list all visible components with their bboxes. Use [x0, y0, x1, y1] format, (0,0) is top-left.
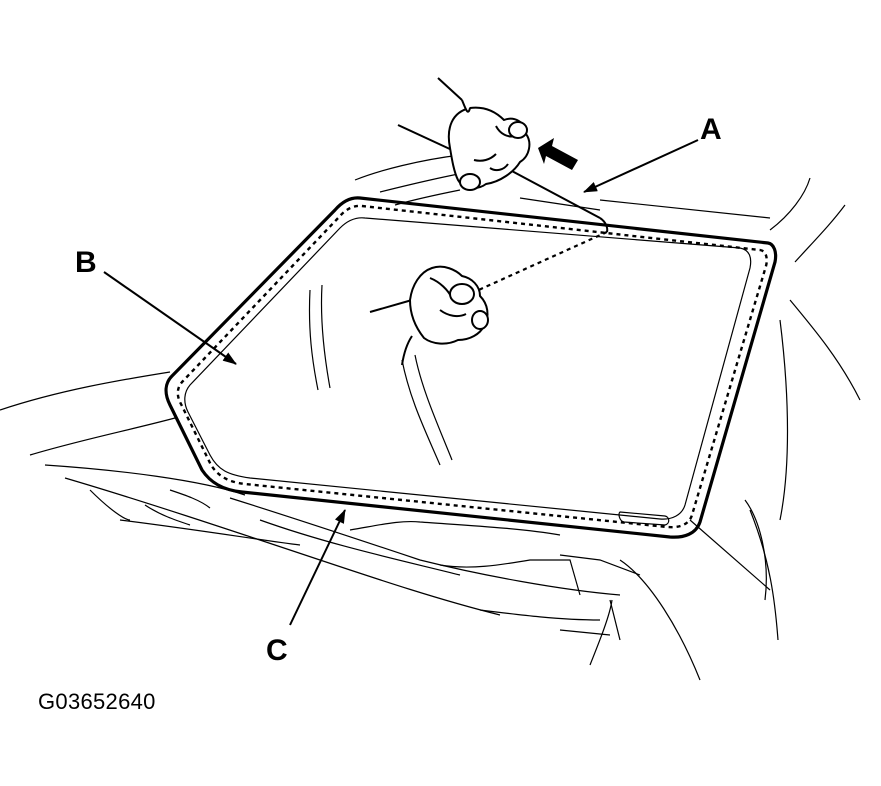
leader-line-b — [103, 271, 237, 365]
hand-icon — [397, 77, 531, 191]
leader-line-a — [583, 139, 699, 193]
windshield-glass — [184, 217, 752, 526]
car-body-outline — [0, 154, 861, 681]
callout-b: B — [75, 246, 97, 279]
figure-id: G03652640 — [38, 689, 156, 714]
callout-a: A — [700, 113, 722, 146]
hand-icon — [369, 265, 489, 366]
direction-arrow-icon — [538, 138, 578, 170]
adhesive-line — [176, 204, 768, 529]
callout-c: C — [266, 634, 288, 667]
cutting-wire-outside — [509, 169, 601, 219]
leader-line-c — [289, 509, 346, 626]
cutting-wire-inside — [471, 230, 608, 295]
windshield-outer-edge — [164, 196, 778, 539]
